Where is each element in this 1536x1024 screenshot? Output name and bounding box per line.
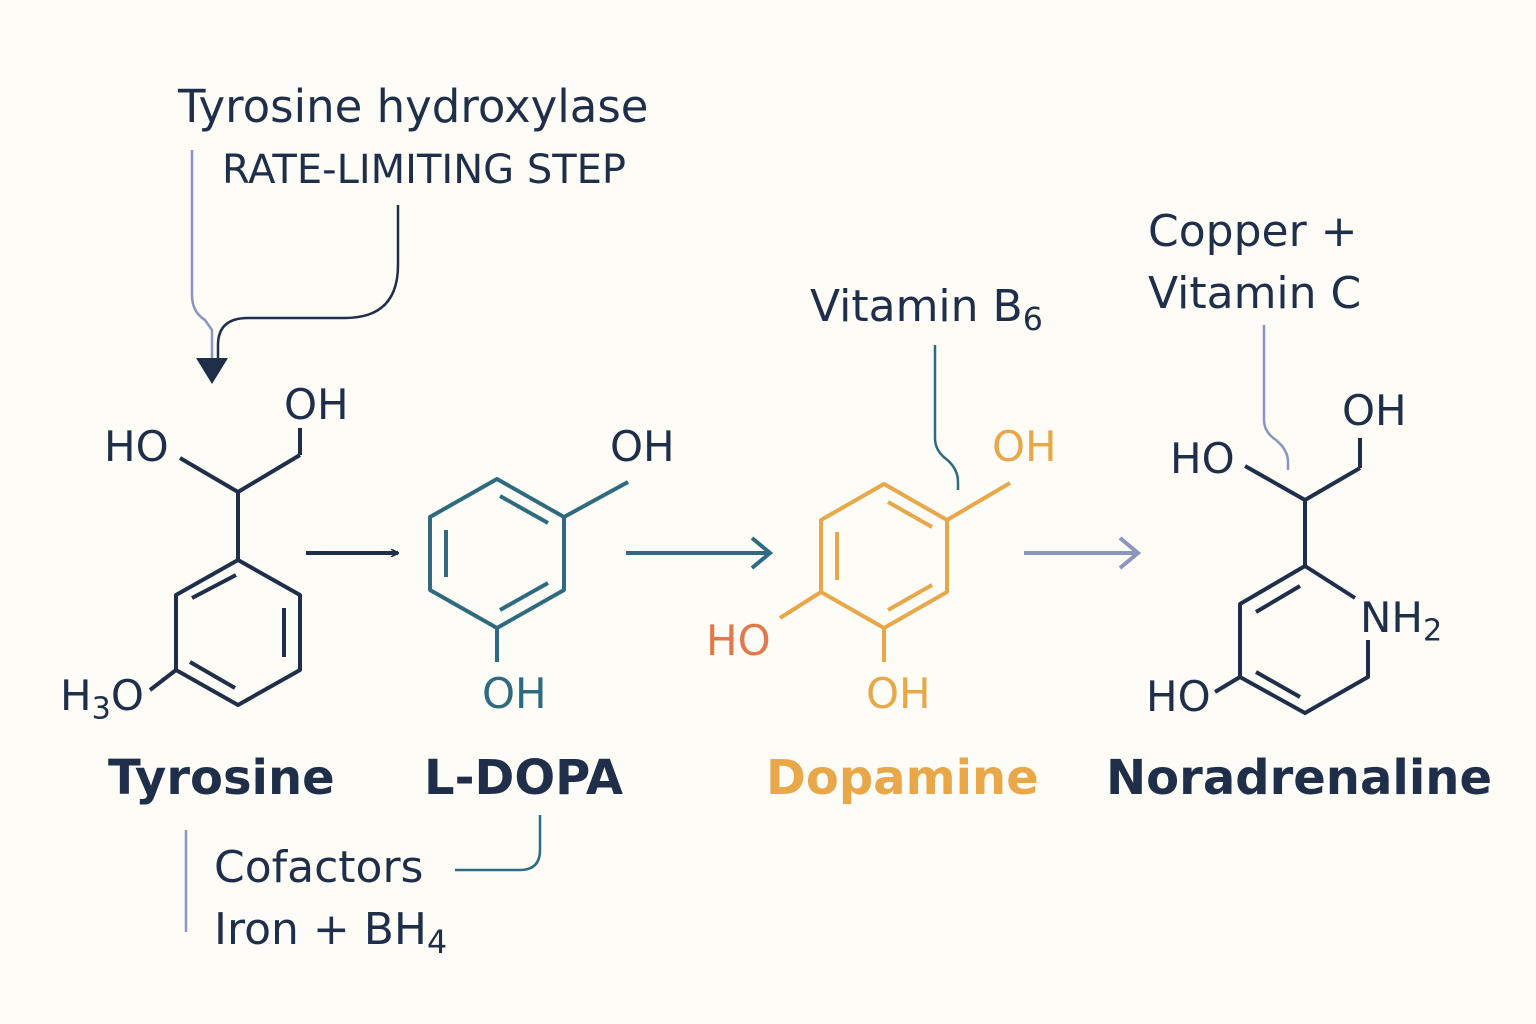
- ldopa-oh-top-label: OH: [610, 422, 675, 471]
- arrow-dopamine-to-noradrenaline: [1024, 536, 1142, 570]
- nh2-nh: NH: [1360, 593, 1423, 642]
- enzyme-label: Tyrosine hydroxylase: [178, 80, 649, 133]
- h3o-o: O: [110, 671, 144, 720]
- dopamine-name: Dopamine: [766, 750, 1039, 806]
- dopamine-oh-top-label: OH: [992, 422, 1057, 471]
- ldopa-structure: [428, 477, 629, 662]
- rate-limiting-connector-line: [216, 205, 400, 358]
- tyrosine-entry-arrowhead: [196, 358, 228, 384]
- vitamin-b6-label: Vitamin B6: [810, 285, 1043, 337]
- arrow-ldopa-to-dopamine: [626, 536, 774, 570]
- rate-limiting-label: RATE-LIMITING STEP: [222, 147, 627, 193]
- cofactors-title: Cofactors: [214, 842, 424, 893]
- cofactors-iron-bh4: Iron + BH4: [214, 908, 447, 960]
- tyrosine-ho-label: HO: [104, 422, 169, 471]
- copper-label: Copper +: [1148, 206, 1358, 257]
- noradrenaline-name: Noradrenaline: [1106, 750, 1492, 806]
- noradrenaline-ho-top-label: HO: [1170, 434, 1235, 483]
- tyrosine-h3o-label: H3O: [60, 675, 144, 725]
- vitamin-b6-subscript: 6: [1022, 301, 1043, 338]
- bh4-subscript: 4: [427, 924, 448, 961]
- copper-vitc-connector-line: [1262, 325, 1290, 470]
- ldopa-oh-bottom-label: OH: [482, 669, 547, 718]
- tyrosine-name: Tyrosine: [108, 750, 335, 806]
- dopamine-ho-left-label: HO: [706, 616, 771, 665]
- vitamin-b-text: Vitamin B: [810, 281, 1023, 332]
- h3o-subscript: 3: [91, 691, 111, 727]
- noradrenaline-ho-bottom-label: HO: [1146, 672, 1211, 721]
- noradrenaline-structure: [1213, 438, 1370, 715]
- vitamin-b6-connector-line: [933, 345, 960, 490]
- ldopa-name: L-DOPA: [424, 750, 624, 806]
- nh2-subscript: 2: [1423, 613, 1443, 649]
- noradrenaline-nh2-label: NH2: [1360, 597, 1442, 647]
- vitamin-c-label: Vitamin C: [1148, 268, 1362, 319]
- dopamine-structure: [778, 481, 1012, 662]
- iron-bh-text: Iron + BH: [214, 904, 428, 955]
- h3o-h: H: [60, 671, 92, 720]
- cofactors-connector-line: [455, 815, 542, 872]
- tyrosine-oh-label: OH: [284, 380, 349, 429]
- noradrenaline-oh-label: OH: [1342, 386, 1407, 435]
- enzyme-connector-line: [190, 150, 214, 358]
- tyrosine-structure: [148, 428, 302, 707]
- dopamine-oh-bottom-label: OH: [866, 669, 931, 718]
